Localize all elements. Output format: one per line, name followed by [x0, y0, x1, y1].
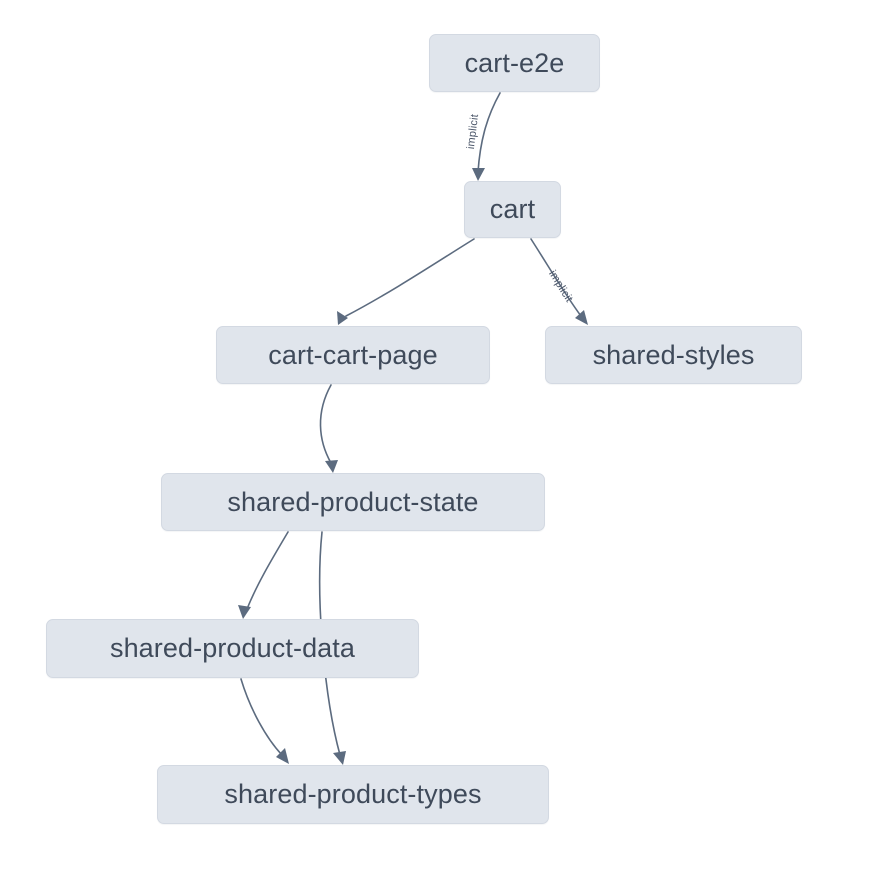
edge-label: implicit	[546, 268, 575, 304]
edge-line	[530, 238, 582, 317]
arrowhead-icon	[337, 311, 348, 325]
graph-node-label: shared-styles	[592, 339, 755, 370]
graph-node-shared-product-types[interactable]: shared-product-types	[157, 765, 549, 824]
graph-node-label: cart-e2e	[464, 47, 565, 78]
graph-node-label: cart	[489, 194, 536, 224]
edge-line	[240, 678, 283, 756]
arrowhead-icon	[238, 605, 251, 619]
arrowhead-icon	[333, 751, 346, 765]
graph-node-cart[interactable]: cart	[464, 181, 561, 238]
edge-shared-product-state-to-shared-product-data	[238, 531, 289, 619]
edge-line	[477, 92, 501, 173]
edge-line	[345, 238, 475, 317]
edge-line	[246, 531, 289, 610]
edge-cart-cart-page-to-shared-product-state	[319, 384, 338, 473]
edge-label: implicit	[465, 113, 481, 149]
arrowhead-icon	[325, 460, 338, 473]
graph-node-cart-cart-page[interactable]: cart-cart-page	[216, 326, 490, 384]
graph-node-label: shared-product-state	[227, 486, 479, 517]
arrowhead-icon	[276, 748, 289, 764]
graph-node-cart-e2e[interactable]: cart-e2e	[429, 34, 600, 92]
graph-node-label: shared-product-types	[224, 779, 482, 809]
graph-node-label: cart-cart-page	[268, 339, 438, 370]
edge-cart-to-cart-cart-page	[337, 238, 475, 325]
graph-node-label: shared-product-data	[109, 633, 356, 663]
edge-cart-e2e-to-cart: implicit	[465, 92, 501, 181]
edge-line	[319, 384, 332, 464]
edge-shared-product-data-to-shared-product-types	[240, 678, 289, 764]
arrowhead-icon	[575, 310, 588, 325]
arrowhead-icon	[472, 168, 485, 181]
graph-node-shared-product-data[interactable]: shared-product-data	[46, 619, 419, 678]
graph-node-shared-styles[interactable]: shared-styles	[545, 326, 802, 384]
edge-cart-to-shared-styles: implicit	[530, 238, 588, 325]
graph-node-shared-product-state[interactable]: shared-product-state	[161, 473, 545, 531]
